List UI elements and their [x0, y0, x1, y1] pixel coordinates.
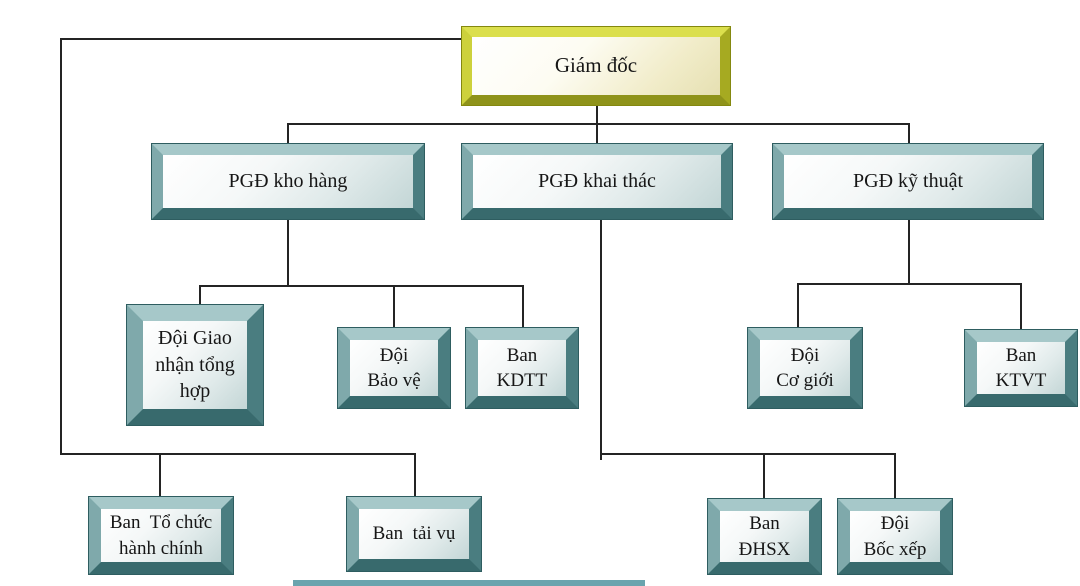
connector-drop-ban-ktvt [1020, 283, 1022, 331]
org-node-pgd-khai-thac-label: PGĐ khai thác [473, 155, 721, 208]
connector-drop-doi-giao-nhan [199, 285, 201, 306]
connector-drop-doi-boc-xep [894, 453, 896, 500]
org-node-pgd-kho-hang: PGĐ kho hàng [152, 144, 424, 219]
connector-bottom-right-bus [600, 453, 896, 455]
org-node-doi-giao-nhan: Đội Giao nhận tổng hợp [127, 305, 263, 425]
connector-kho-hang-bus [199, 285, 524, 287]
org-node-pgd-ky-thuat-label: PGĐ kỹ thuật [784, 155, 1032, 208]
org-node-ban-dhsx-label: Ban ĐHSX [720, 511, 809, 562]
org-node-giam-doc-label: Giám đốc [472, 37, 720, 95]
org-node-pgd-ky-thuat: PGĐ kỹ thuật [773, 144, 1043, 219]
org-node-doi-boc-xep-label: Đội Bốc xếp [850, 511, 940, 562]
org-node-ban-kdtt: Ban KDTT [466, 328, 578, 408]
org-node-ban-dhsx: Ban ĐHSX [708, 499, 821, 574]
org-node-ban-ktvt-label: Ban KTVT [977, 342, 1065, 394]
org-node-ban-tai-vu-label: Ban tải vụ [359, 509, 469, 559]
org-node-doi-bao-ve: Đội Bảo vệ [338, 328, 450, 408]
connector-drop-pgd-ky-thuat [908, 123, 910, 145]
connector-drop-doi-co-gioi [797, 283, 799, 329]
org-node-doi-giao-nhan-label: Đội Giao nhận tổng hợp [143, 321, 247, 409]
connector-bottom-left-bus [60, 453, 416, 455]
connector-kho-hang-down [287, 219, 289, 286]
org-node-ban-ktvt: Ban KTVT [965, 330, 1077, 406]
connector-root-left-horizontal [60, 38, 464, 40]
connector-drop-pgd-kho-hang [287, 123, 289, 145]
connector-drop-pgd-khai-thac [596, 123, 598, 145]
connector-drop-ban-dhsx [763, 453, 765, 500]
connector-drop-doi-bao-ve [393, 285, 395, 329]
connector-ky-thuat-bus [797, 283, 1022, 285]
connector-drop-ban-kdtt [522, 285, 524, 329]
connector-drop-ban-tai-vu [414, 453, 416, 498]
org-node-doi-bao-ve-label: Đội Bảo vệ [350, 340, 438, 396]
org-node-ban-to-chuc-label: Ban Tổ chức hành chính [101, 509, 221, 562]
org-node-ban-tai-vu: Ban tải vụ [347, 497, 481, 571]
org-node-ban-kdtt-label: Ban KDTT [478, 340, 566, 396]
org-node-ban-to-chuc: Ban Tổ chức hành chính [89, 497, 233, 574]
org-node-doi-boc-xep: Đội Bốc xếp [838, 499, 952, 574]
org-node-doi-co-gioi: Đội Cơ giới [748, 328, 862, 408]
connector-root-drop [596, 105, 598, 124]
cropped-box-edge [293, 580, 645, 586]
connector-ky-thuat-down [908, 219, 910, 284]
connector-root-left-vertical [60, 38, 62, 455]
org-node-pgd-khai-thac: PGĐ khai thác [462, 144, 732, 219]
org-node-doi-co-gioi-label: Đội Cơ giới [760, 340, 850, 396]
connector-drop-ban-to-chuc [159, 453, 161, 498]
org-node-pgd-kho-hang-label: PGĐ kho hàng [163, 155, 413, 208]
connector-khai-thac-down [600, 219, 602, 460]
connector-level2-bus [287, 123, 910, 125]
org-node-giam-doc: Giám đốc [462, 27, 730, 105]
